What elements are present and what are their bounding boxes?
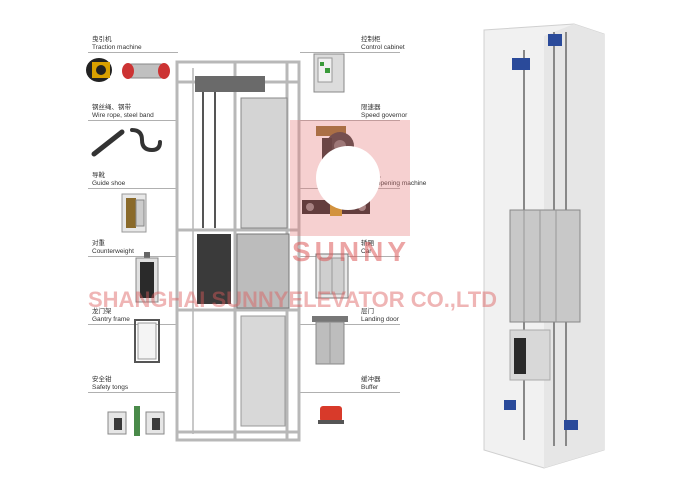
leader-line — [300, 324, 400, 325]
leader-line — [88, 188, 178, 189]
leader-line — [88, 120, 178, 121]
leader-line — [300, 256, 400, 257]
guide-shoe-icon — [121, 193, 147, 233]
watermark-company: SHANGHAI SUNNYELEVATOR CO.,LTD — [88, 287, 498, 312]
leader-line — [300, 120, 400, 121]
traction-machine-icon — [86, 58, 170, 82]
control-cabinet-icon — [313, 53, 345, 93]
leader-line — [88, 52, 178, 53]
leader-line — [88, 256, 178, 257]
counterweight-icon — [135, 252, 159, 303]
landing-door-icon — [312, 316, 348, 365]
leader-line — [300, 392, 400, 393]
gantry-frame-icon — [134, 319, 160, 363]
leader-line — [88, 324, 178, 325]
safety-tongs-icon — [107, 406, 165, 436]
car-icon — [315, 253, 349, 299]
watermark-logo-icon — [290, 120, 410, 236]
elevator-shaft-illustration — [483, 23, 605, 469]
elevator-frame-illustration — [175, 60, 301, 442]
buffer-icon — [318, 406, 344, 424]
watermark-brand: SUNNY — [292, 236, 411, 267]
leader-line — [88, 392, 178, 393]
wire-rope-icon — [91, 128, 162, 157]
leader-line — [300, 52, 400, 53]
